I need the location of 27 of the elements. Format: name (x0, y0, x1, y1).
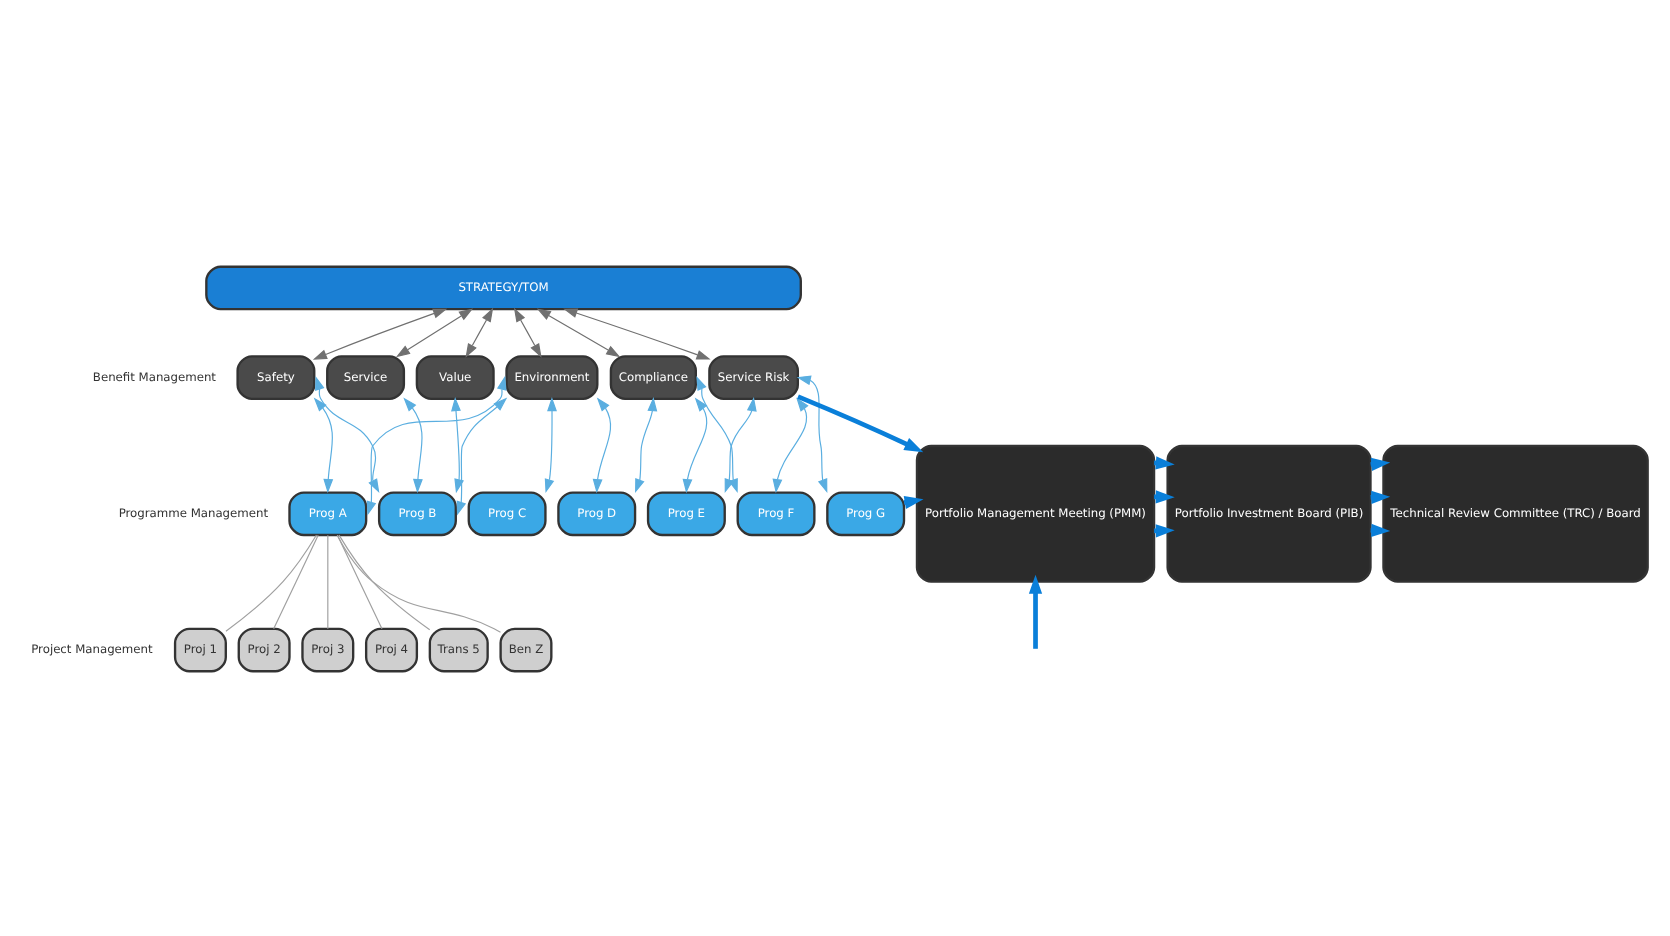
arrow (772, 396, 809, 493)
arrow (513, 306, 542, 357)
arrow (456, 396, 508, 515)
arrow (563, 307, 711, 359)
connector (338, 533, 431, 630)
arrow (1028, 573, 1043, 648)
arrow (395, 307, 474, 357)
connector (273, 533, 319, 629)
arrow (315, 374, 380, 492)
arrow (696, 374, 738, 493)
arrow (796, 374, 828, 493)
arrow (403, 396, 423, 493)
arrow (465, 306, 494, 357)
arrow (366, 374, 507, 515)
arrow (313, 396, 334, 493)
arrow (797, 393, 924, 452)
connector (336, 533, 502, 632)
arrow (544, 396, 557, 493)
arrow (312, 307, 448, 359)
arrow (724, 396, 757, 493)
arrow (536, 307, 621, 357)
arrow (635, 396, 658, 493)
arrow (682, 396, 708, 493)
connector (327, 533, 329, 629)
arrow (592, 396, 612, 493)
connector (225, 533, 318, 631)
arrow (451, 396, 464, 493)
